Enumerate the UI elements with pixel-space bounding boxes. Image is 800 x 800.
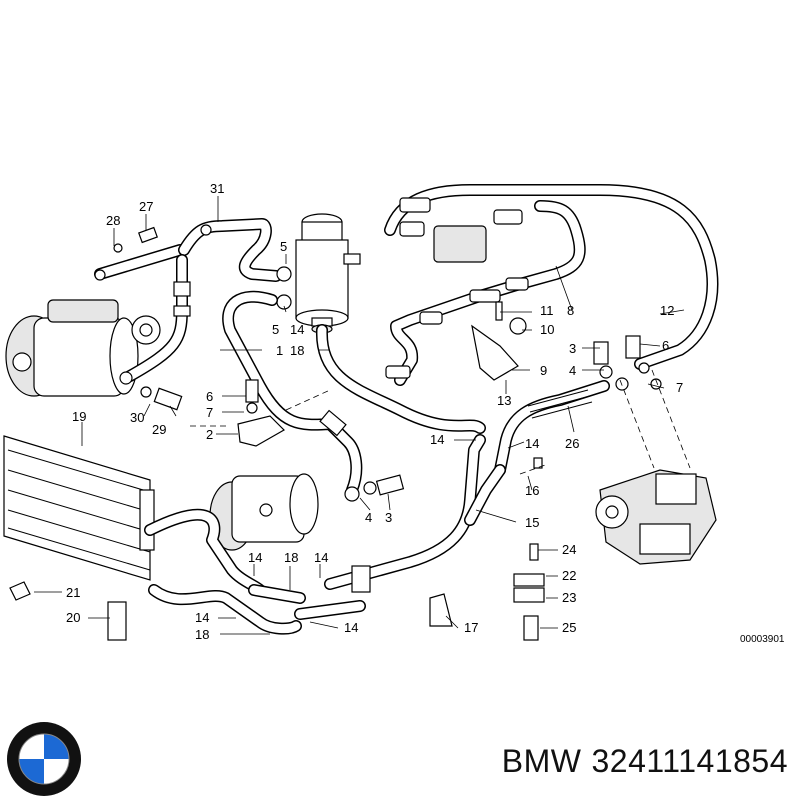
fittings-right xyxy=(593,335,662,391)
callout-9: 9 xyxy=(540,363,547,378)
callout-14-f: 14 xyxy=(195,610,209,625)
callout-29: 29 xyxy=(152,422,166,437)
hose-18-upper xyxy=(315,324,486,434)
hose-1 xyxy=(222,290,363,496)
diagram-reference: 00003901 xyxy=(740,634,785,645)
callout-18-b: 18 xyxy=(284,550,298,565)
callout-3: 3 xyxy=(385,510,392,525)
callout-17: 17 xyxy=(464,620,478,635)
hose-26 xyxy=(494,380,610,476)
callout-21: 21 xyxy=(66,585,80,600)
callout-19: 19 xyxy=(72,409,86,424)
callout-14-c: 14 xyxy=(525,436,539,451)
reservoir xyxy=(276,213,361,334)
pipe-28 xyxy=(94,226,186,281)
callout-18-c: 18 xyxy=(195,627,209,642)
callout-22: 22 xyxy=(562,568,576,583)
callout-7-b: 7 xyxy=(676,380,683,395)
callout-24: 24 xyxy=(562,542,576,557)
callout-5: 5 xyxy=(280,239,287,254)
callout-12: 12 xyxy=(660,303,674,318)
oil-cooler xyxy=(3,435,155,581)
power-steering-pump xyxy=(209,473,319,551)
small-parts xyxy=(9,386,545,641)
part-number: 32411141854 xyxy=(591,743,788,779)
bracket-2 xyxy=(237,379,285,447)
callout-14: 14 xyxy=(290,322,304,337)
brand-name: BMW xyxy=(501,743,582,779)
callout-6-b: 6 xyxy=(662,338,669,353)
callout-3-b: 3 xyxy=(569,341,576,356)
callout-7: 7 xyxy=(206,405,213,420)
cooler-hoses xyxy=(144,508,366,635)
callout-labels: 31 28 27 5 5 14 18 1 30 29 6 7 2 19 14 1… xyxy=(66,181,785,645)
callout-20: 20 xyxy=(66,610,80,625)
callout-18: 18 xyxy=(290,343,304,358)
callout-4: 4 xyxy=(365,510,372,525)
fittings-center xyxy=(344,474,405,502)
callout-26: 26 xyxy=(565,436,579,451)
callout-14-e: 14 xyxy=(314,550,328,565)
pipe-31 xyxy=(119,218,282,385)
callout-31: 31 xyxy=(210,181,224,196)
callout-27: 27 xyxy=(139,199,153,214)
callout-16: 16 xyxy=(525,483,539,498)
callout-14-b: 14 xyxy=(430,432,444,447)
callout-5-b: 5 xyxy=(272,322,279,337)
pump-assembly xyxy=(5,299,161,397)
bmw-logo xyxy=(7,722,81,796)
callout-4-b: 4 xyxy=(569,363,576,378)
callout-30: 30 xyxy=(130,410,144,425)
callout-1: 1 xyxy=(276,343,283,358)
callout-2: 2 xyxy=(206,427,213,442)
line-8 xyxy=(384,184,719,370)
hose-15 xyxy=(324,434,506,593)
callout-10: 10 xyxy=(540,322,554,337)
callout-15: 15 xyxy=(525,515,539,530)
callout-6: 6 xyxy=(206,389,213,404)
callout-13: 13 xyxy=(497,393,511,408)
line-8-lower xyxy=(385,200,586,386)
leader-lines xyxy=(34,196,685,635)
callout-14-g: 14 xyxy=(344,620,358,635)
callout-28: 28 xyxy=(106,213,120,228)
bracket-9 xyxy=(471,301,527,381)
callout-11: 11 xyxy=(540,303,554,318)
steering-gear xyxy=(595,369,717,565)
callout-14-d: 14 xyxy=(248,550,262,565)
callout-8: 8 xyxy=(567,303,574,318)
callout-25: 25 xyxy=(562,620,576,635)
callout-23: 23 xyxy=(562,590,576,605)
